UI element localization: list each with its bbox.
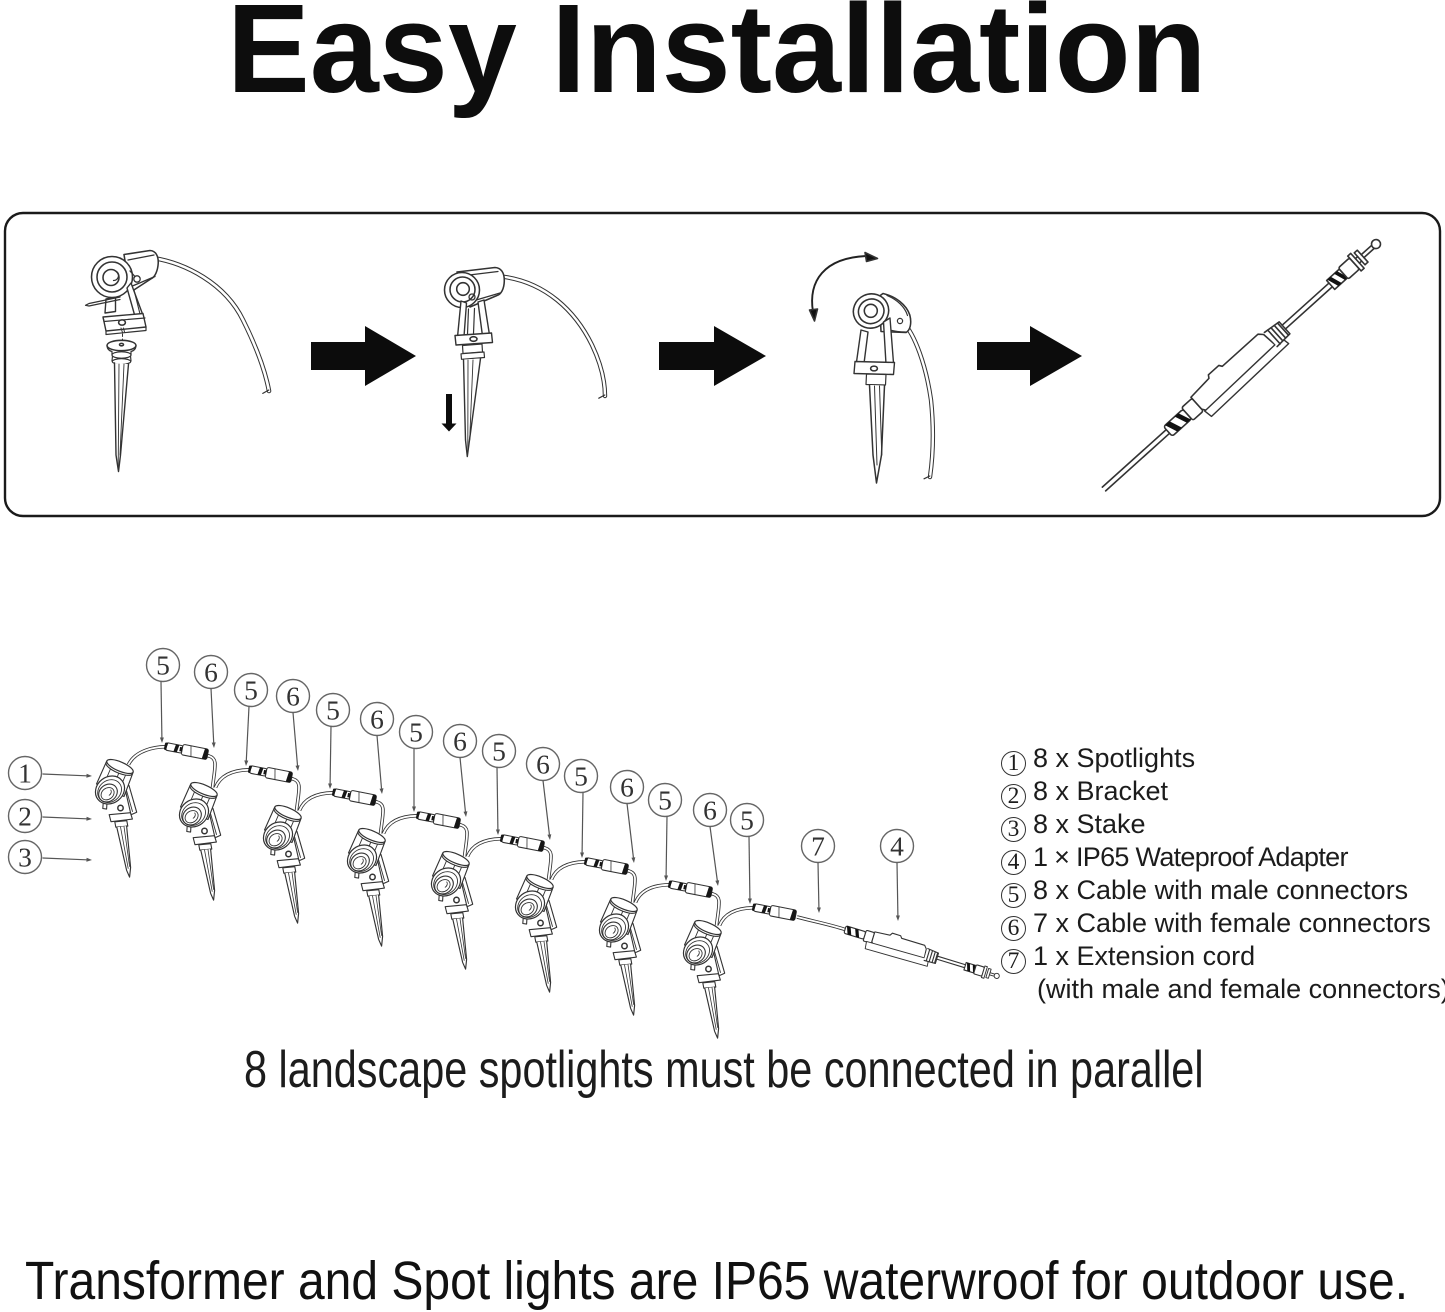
svg-text:4: 4 xyxy=(890,830,904,861)
svg-text:5: 5 xyxy=(409,716,423,747)
svg-text:6: 6 xyxy=(453,725,467,756)
svg-text:6: 6 xyxy=(286,680,300,711)
svg-text:5: 5 xyxy=(326,694,340,725)
svg-text:6: 6 xyxy=(620,771,634,802)
svg-text:6: 6 xyxy=(370,703,384,734)
svg-text:2: 2 xyxy=(18,800,32,831)
svg-text:6: 6 xyxy=(204,656,218,687)
svg-text:6: 6 xyxy=(536,748,550,779)
svg-text:6: 6 xyxy=(703,794,717,825)
svg-text:1: 1 xyxy=(18,757,32,788)
svg-text:5: 5 xyxy=(574,760,588,791)
svg-text:3: 3 xyxy=(18,841,32,872)
svg-text:7: 7 xyxy=(811,830,825,861)
svg-text:5: 5 xyxy=(492,735,506,766)
svg-text:5: 5 xyxy=(156,649,170,680)
svg-text:5: 5 xyxy=(740,804,754,835)
svg-text:5: 5 xyxy=(244,674,258,705)
svg-text:5: 5 xyxy=(658,784,672,815)
